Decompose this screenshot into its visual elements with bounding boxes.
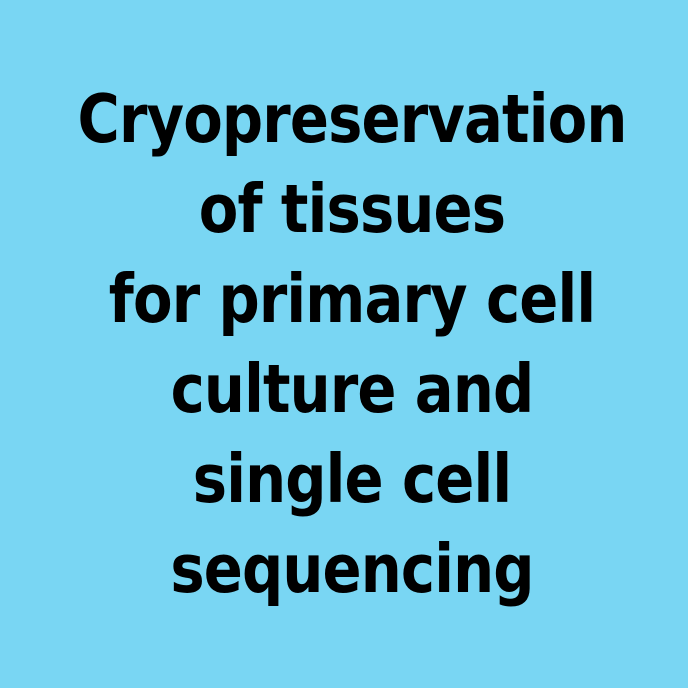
title-line-3: for primary cell: [108, 260, 596, 338]
title-line-4: culture and: [170, 350, 535, 428]
title-line-5: single cell: [192, 440, 512, 518]
title-line-6: sequencing: [170, 530, 534, 608]
title-line-1: Cryopreservation: [77, 80, 628, 158]
title-line-2: of tissues: [198, 170, 506, 248]
